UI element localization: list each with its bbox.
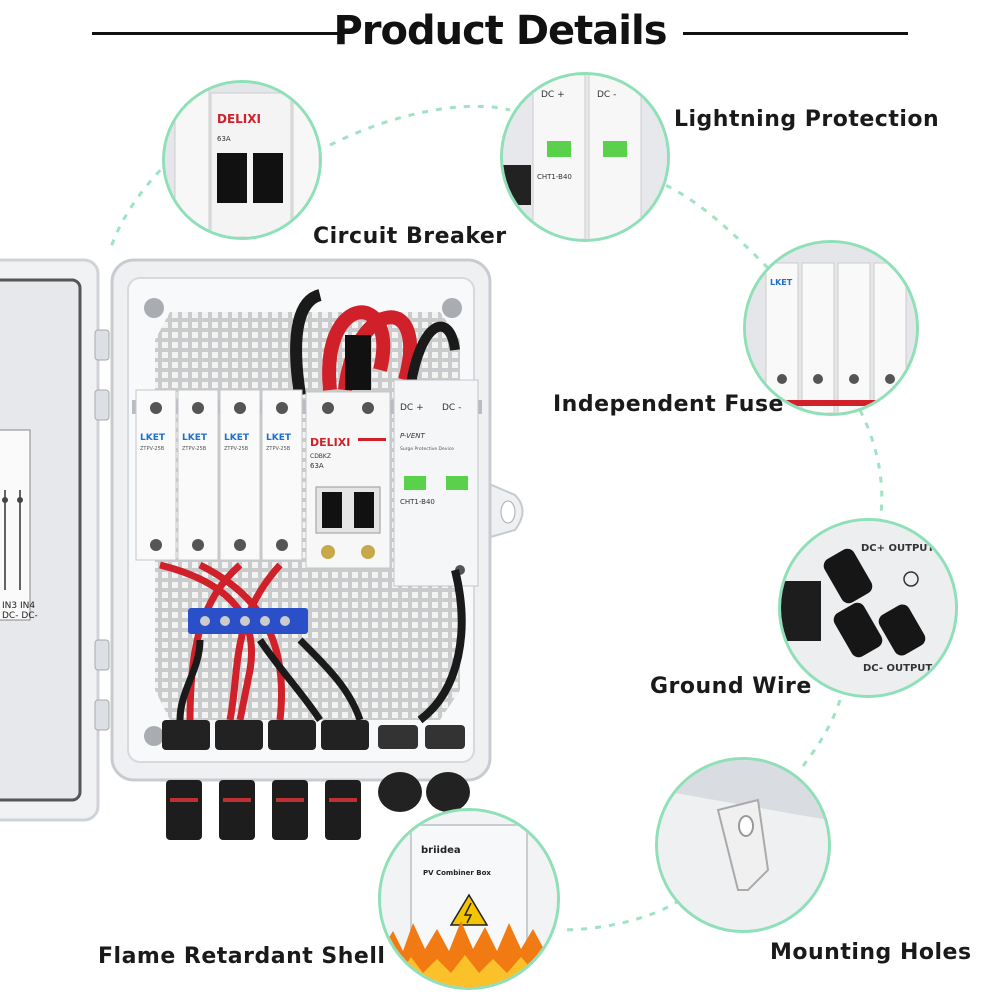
bubble-breaker-brand: DELIXI bbox=[217, 112, 261, 126]
fuse-brand-3: LKET bbox=[224, 433, 250, 443]
bubble-lightning-protection: DC + DC - CHT1-B40 bbox=[500, 72, 670, 242]
label-independent-fuse: Independent Fuse bbox=[553, 392, 784, 417]
spd-terminal-neg: DC - bbox=[442, 403, 461, 413]
spd-brand: P-VENT bbox=[400, 432, 426, 440]
bubble-box-brand: briidea bbox=[421, 845, 461, 856]
bubble-flame-retardant-shell: briidea PV Combiner Box bbox=[378, 808, 560, 990]
label-ground-wire: Ground Wire bbox=[650, 674, 812, 699]
bubble-ground-wire: DC+ OUTPUT DC- OUTPUT bbox=[778, 518, 958, 698]
breaker-brand: DELIXI bbox=[310, 436, 350, 449]
bubble-independent-fuse: LKET bbox=[743, 240, 919, 416]
header-rule-left bbox=[92, 32, 342, 35]
cable-glands bbox=[162, 720, 465, 750]
label-circuit-breaker: Circuit Breaker bbox=[313, 224, 507, 249]
combiner-box-illustration: IN3 IN4 DC- DC- LKET ZTPV-25B bbox=[0, 258, 524, 840]
fuse-model-1: ZTPV-25B bbox=[140, 446, 165, 452]
bubble-spd-neg: DC - bbox=[597, 90, 616, 100]
mc4-connectors bbox=[166, 772, 470, 840]
bubble-circuit-breaker: DELIXI 63A bbox=[162, 80, 322, 240]
bubble-spd-pos: DC + bbox=[541, 90, 565, 100]
fuse-model-2: ZTPV-25B bbox=[182, 446, 207, 452]
bubble-mounting-holes bbox=[655, 757, 831, 933]
header-rule-right bbox=[683, 32, 908, 35]
spd-terminal-pos: DC + bbox=[400, 403, 424, 413]
label-mounting-holes: Mounting Holes bbox=[770, 940, 972, 965]
breaker-rating: 63A bbox=[310, 462, 324, 470]
label-flame-retardant-shell: Flame Retardant Shell bbox=[98, 944, 386, 969]
page-title: Product Details bbox=[333, 8, 667, 54]
bubble-breaker-rating: 63A bbox=[217, 135, 231, 143]
bubble-box-name: PV Combiner Box bbox=[423, 869, 491, 877]
fuse-brand-1: LKET bbox=[140, 433, 166, 443]
fuse-model-3: ZTPV-25B bbox=[224, 446, 249, 452]
fuse-brand-2: LKET bbox=[182, 433, 208, 443]
surge-protector: DC + DC - P-VENT Surge Protective Device… bbox=[393, 379, 479, 587]
fuse-brand-4: LKET bbox=[266, 433, 292, 443]
bubble-spd-model: CHT1-B40 bbox=[537, 173, 572, 181]
fuse-model-4: ZTPV-25B bbox=[266, 446, 291, 452]
bubble-output-neg: DC- OUTPUT bbox=[863, 663, 932, 674]
door-label-2: DC- DC- bbox=[2, 611, 38, 621]
warning-icon bbox=[449, 893, 489, 926]
bubble-output-pos: DC+ OUTPUT bbox=[861, 543, 934, 554]
bubble-fuse-brand: LKET bbox=[770, 278, 793, 287]
breaker-model: CDBKZ bbox=[310, 453, 331, 460]
label-lightning-protection: Lightning Protection bbox=[674, 107, 940, 132]
spd-desc: Surge Protective Device bbox=[400, 446, 454, 452]
spd-model: CHT1-B40 bbox=[400, 498, 435, 506]
fuse-holder-group: LKET ZTPV-25B LKET ZTPV-25B LKET ZTPV-25… bbox=[135, 389, 303, 561]
door-label-1: IN3 IN4 bbox=[2, 601, 35, 611]
open-door: IN3 IN4 DC- DC- bbox=[0, 258, 110, 822]
circuit-breaker: DELIXI CDBKZ 63A bbox=[305, 391, 391, 569]
